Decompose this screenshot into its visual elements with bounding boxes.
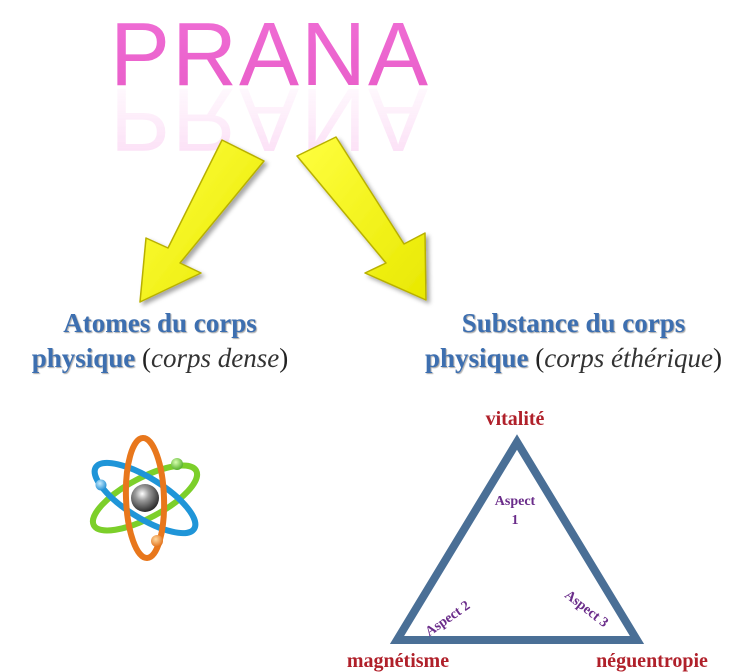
aspect-triangle: vitalité magnétisme néguentropie Aspect … xyxy=(347,408,708,672)
aspect-1-number: 1 xyxy=(512,513,519,528)
title: PRANA xyxy=(110,5,430,105)
arrow-down-left-icon xyxy=(139,139,265,303)
aspect-2-label: Aspect 2 xyxy=(423,598,473,640)
caption-left-italic: corps dense xyxy=(151,343,280,373)
caption-right-italic: corps éthérique xyxy=(544,343,714,373)
caption-right-physique: physique xyxy=(424,343,529,373)
label-magnetisme: magnétisme xyxy=(347,650,449,672)
caption-substance: Substance du corps physique (corps éthér… xyxy=(424,308,723,373)
atom-icon xyxy=(89,435,201,561)
caption-left-line1: Atomes du corps xyxy=(63,308,257,338)
aspect-1-label: Aspect xyxy=(495,494,536,509)
title-group: PRANA PRANA xyxy=(110,5,430,169)
caption-right-line1: Substance du corps xyxy=(461,308,686,338)
caption-left-physique: physique xyxy=(31,343,136,373)
arrow-down-right-icon xyxy=(296,136,427,301)
aspect-3-label: Aspect 3 xyxy=(561,588,610,631)
title-reflection: PRANA xyxy=(110,69,430,169)
label-vitalite: vitalité xyxy=(486,408,545,430)
label-neguentropie: néguentropie xyxy=(596,650,708,672)
caption-atomes: Atomes du corps physique (corps dense) xyxy=(31,308,289,373)
